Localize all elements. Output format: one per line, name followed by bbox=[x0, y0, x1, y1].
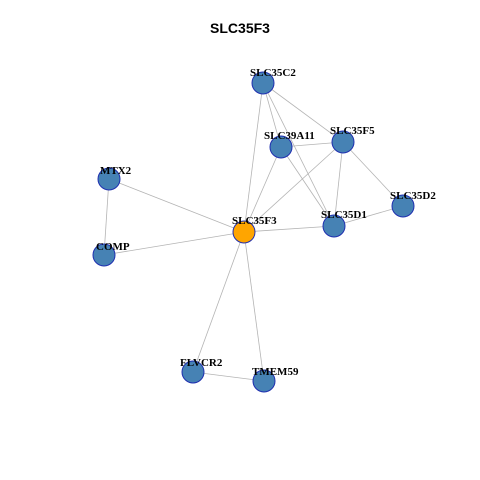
node-circle bbox=[232, 220, 256, 244]
node-label: SLC35F5 bbox=[330, 125, 375, 137]
node-label: SLC35D2 bbox=[390, 190, 436, 202]
node-circle bbox=[252, 369, 276, 393]
node-slc35d1: SLC35D1 bbox=[321, 209, 367, 238]
edge-flvcr2-tmem59 bbox=[192, 371, 265, 382]
node-label: SLC35F3 bbox=[232, 215, 277, 227]
edge-slc35f5-slc35d1 bbox=[333, 141, 344, 227]
edge-slc35c2-slc35f3 bbox=[243, 82, 264, 233]
node-label: SLC39A11 bbox=[264, 130, 315, 142]
node-label: TMEM59 bbox=[252, 366, 299, 378]
node-slc39a11: SLC39A11 bbox=[264, 130, 315, 159]
edge-slc35c2-slc35f5 bbox=[262, 82, 344, 143]
edge-slc39a11-slc35f3 bbox=[243, 146, 282, 233]
node-circle bbox=[181, 360, 205, 384]
node-label: FLVCR2 bbox=[180, 357, 223, 369]
edges-layer bbox=[103, 82, 404, 382]
node-label: SLC35C2 bbox=[250, 67, 296, 79]
page-title: SLC35F3 bbox=[210, 20, 270, 36]
edge-slc39a11-slc35d1 bbox=[280, 146, 335, 227]
edge-comp-slc35f3 bbox=[103, 231, 245, 256]
edge-slc35f5-slc35d2 bbox=[342, 141, 404, 207]
edge-mtx2-comp bbox=[103, 178, 110, 256]
node-slc35c2: SLC35C2 bbox=[250, 67, 296, 95]
node-label: MTX2 bbox=[100, 165, 132, 177]
node-flvcr2: FLVCR2 bbox=[180, 357, 223, 384]
node-slc35f3: SLC35F3 bbox=[232, 215, 277, 244]
node-label: COMP bbox=[96, 241, 130, 253]
node-circle bbox=[97, 167, 121, 191]
node-circle bbox=[269, 135, 293, 159]
edge-slc35f3-tmem59 bbox=[243, 231, 265, 382]
edge-slc35f3-slc35d1 bbox=[243, 225, 335, 233]
node-slc35f5: SLC35F5 bbox=[330, 125, 375, 154]
node-circle bbox=[251, 71, 275, 95]
edge-slc35c2-slc35d1 bbox=[262, 82, 335, 227]
edge-slc35f3-flvcr2 bbox=[192, 231, 245, 373]
node-circle bbox=[322, 214, 346, 238]
node-tmem59: TMEM59 bbox=[252, 366, 299, 393]
node-label: SLC35D1 bbox=[321, 209, 367, 221]
node-slc35d2: SLC35D2 bbox=[390, 190, 436, 218]
edge-slc35d1-slc35d2 bbox=[333, 205, 404, 227]
node-circle bbox=[92, 243, 116, 267]
node-comp: COMP bbox=[92, 241, 130, 267]
edge-mtx2-slc35f3 bbox=[108, 178, 245, 233]
node-mtx2: MTX2 bbox=[97, 165, 132, 191]
node-circle bbox=[331, 130, 355, 154]
node-circle bbox=[391, 194, 415, 218]
edge-slc35f5-slc35f3 bbox=[243, 141, 344, 233]
